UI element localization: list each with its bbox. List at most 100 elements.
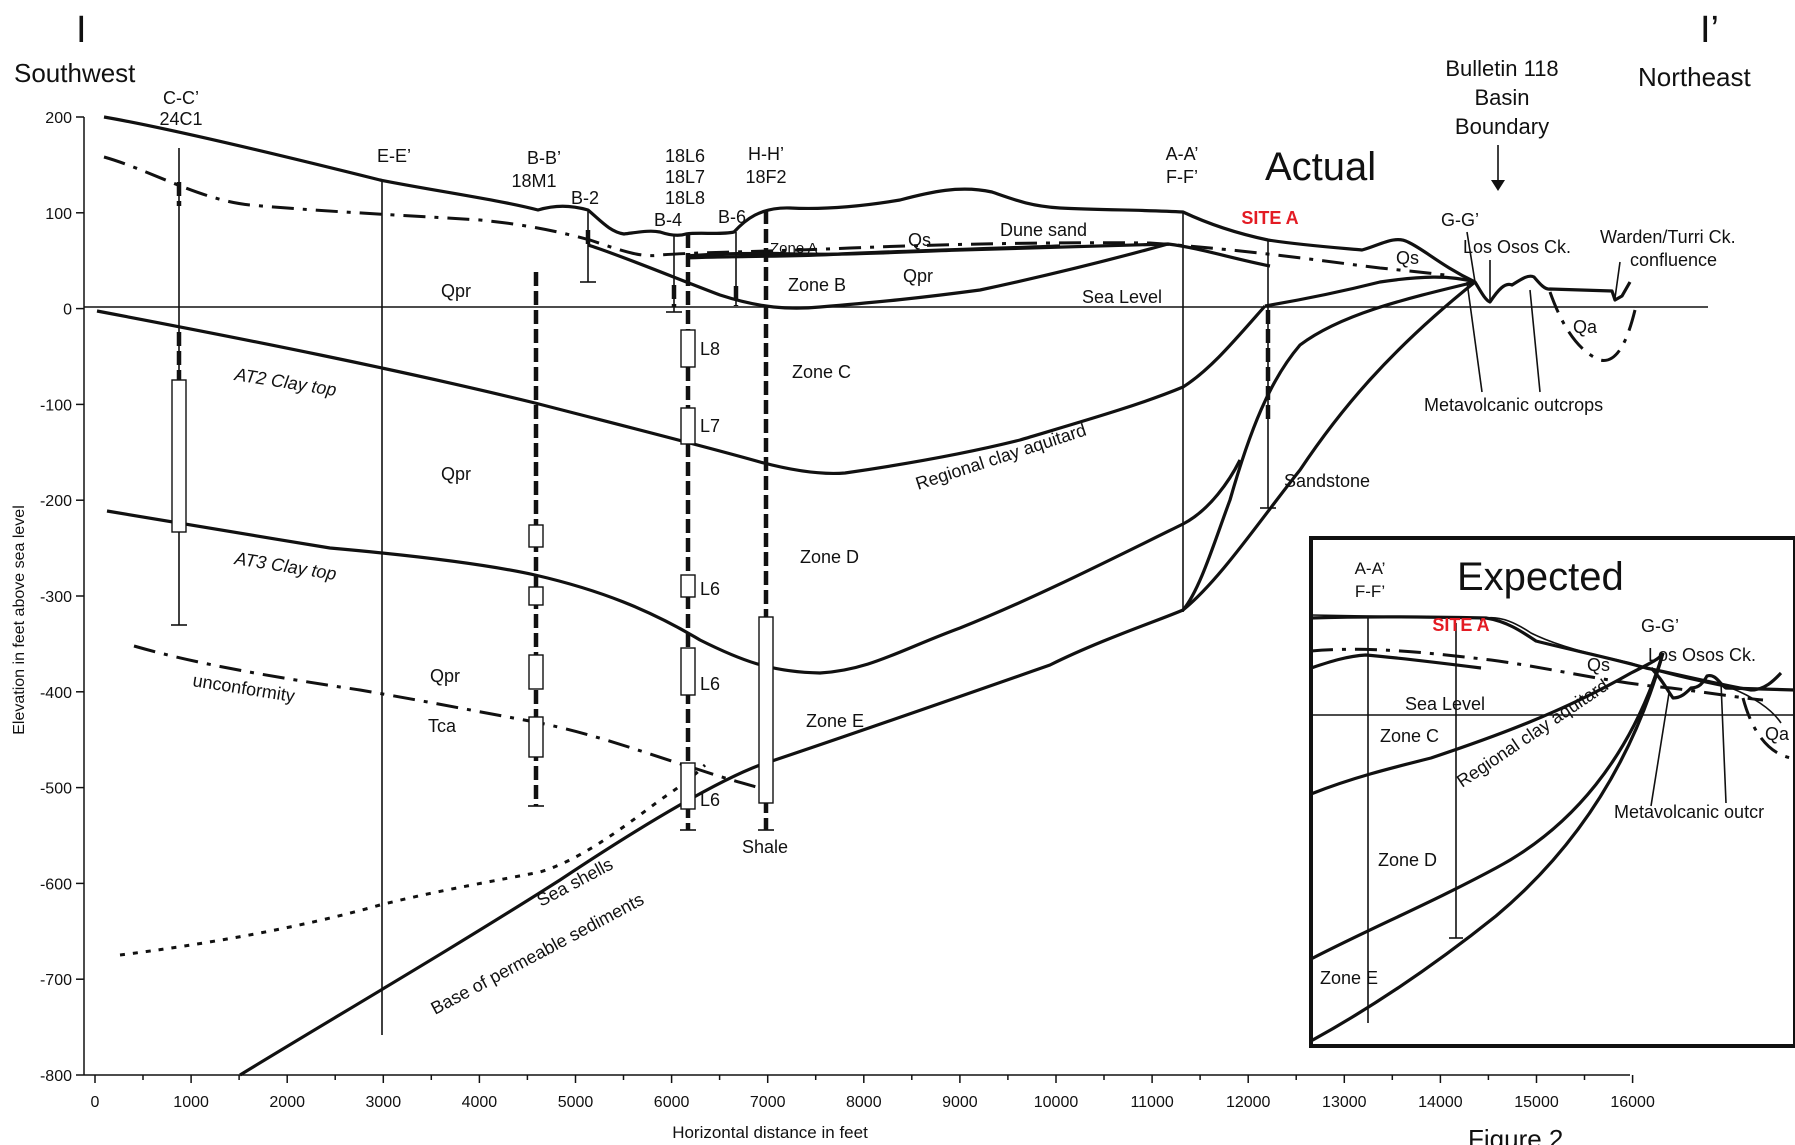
zone-c-label: Zone C xyxy=(792,362,851,382)
x-axis-label: Horizontal distance in feet xyxy=(672,1123,868,1142)
gg-leader xyxy=(1466,231,1476,283)
x-tick-label: 9000 xyxy=(942,1094,978,1111)
x-tick-label: 15000 xyxy=(1514,1094,1559,1111)
bulletin-arrow-head xyxy=(1491,180,1505,191)
well-label-18l6: 18L6 xyxy=(665,146,705,166)
well-18m1 xyxy=(528,272,544,807)
metavolcanic-leader-a xyxy=(1466,281,1483,393)
inset-sea-level-label: Sea Level xyxy=(1405,694,1485,714)
inset-los-osos-label: Los Osos Ck. xyxy=(1648,645,1756,665)
x-tick-label: 2000 xyxy=(269,1094,305,1111)
screen-label-l6-middle: L6 xyxy=(700,674,720,694)
zone-d-e-boundary xyxy=(239,280,1476,1077)
inset-ff-label: F-F’ xyxy=(1355,582,1385,601)
well-label-cc: C-C’ xyxy=(163,88,199,108)
well-18f2 xyxy=(758,210,774,831)
site-a-label: SITE A xyxy=(1241,208,1298,228)
sea-level-label: Sea Level xyxy=(1082,287,1162,307)
northeast-label: Northeast xyxy=(1638,62,1751,92)
x-tick-label: 13000 xyxy=(1322,1094,1367,1111)
metavolcanic-leader-b xyxy=(1529,289,1541,393)
well-label-gg: G-G’ xyxy=(1441,210,1479,230)
x-tick-label: 4000 xyxy=(462,1094,498,1111)
zone-a-label: Zone A xyxy=(770,240,818,257)
inset-aa-label: A-A’ xyxy=(1355,559,1386,578)
y-tick-label: 100 xyxy=(45,206,72,223)
qpr-label-upper: Qpr xyxy=(441,281,471,301)
inset-qs-label: Qs xyxy=(1587,655,1610,675)
well-label-b4: B-4 xyxy=(654,210,682,230)
x-tick-label: 6000 xyxy=(654,1094,690,1111)
unconformity-label: unconformity xyxy=(191,670,296,706)
zone-c-d-lower xyxy=(1181,280,1476,612)
at2-label: AT2 Clay top xyxy=(232,364,338,400)
x-tick-label: 11000 xyxy=(1130,1094,1173,1111)
well-label-18f2: 18F2 xyxy=(745,167,786,187)
sandstone-contact xyxy=(1264,275,1476,308)
x-tick-label: 12000 xyxy=(1226,1094,1271,1111)
figure-label: Figure 2 xyxy=(1468,1124,1563,1145)
dune-sand-label: Dune sand xyxy=(1000,220,1087,240)
section-end-letter: I’ xyxy=(1700,9,1719,51)
screen-label-l8: L8 xyxy=(700,339,720,359)
screen-label-l7: L7 xyxy=(700,416,720,436)
warden-leader xyxy=(1614,261,1621,299)
bulletin-line-1: Bulletin 118 xyxy=(1445,56,1558,81)
well-label-ee: E-E’ xyxy=(377,146,411,166)
qa-label: Qa xyxy=(1573,317,1598,337)
y-tick-label: -300 xyxy=(40,589,72,606)
well-label-hh: H-H’ xyxy=(748,144,784,164)
expected-inset xyxy=(1309,536,1795,1048)
inset-site-a-label: SITE A xyxy=(1432,615,1489,635)
x-tick-label: 14000 xyxy=(1418,1094,1463,1111)
well-label-b6: B-6 xyxy=(718,207,746,227)
y-tick-label: -200 xyxy=(40,493,72,510)
qpr-label-lower: Qpr xyxy=(430,666,460,686)
qpr-label-middle: Qpr xyxy=(441,464,471,484)
well-label-bb: B-B’ xyxy=(527,148,561,168)
y-tick-label: -700 xyxy=(40,972,72,989)
expected-title: Expected xyxy=(1457,555,1624,599)
x-tick-label: 5000 xyxy=(558,1094,594,1111)
water-table-line xyxy=(103,155,1446,277)
well-site-a xyxy=(1260,240,1276,509)
y-tick-label: -500 xyxy=(40,781,72,798)
y-tick-label: -100 xyxy=(40,397,72,414)
sea-shells-line xyxy=(119,763,707,957)
section-start-letter: I xyxy=(76,9,87,51)
at3-label: AT3 Clay top xyxy=(232,548,338,584)
zone-d-label: Zone D xyxy=(800,547,859,567)
inset-zone-e-label: Zone E xyxy=(1320,968,1378,988)
y-tick-label: -400 xyxy=(40,685,72,702)
tca-label: Tca xyxy=(428,716,457,736)
inset-metavolcanic-label: Metavolcanic outcr xyxy=(1614,802,1764,822)
at3-clay-top xyxy=(106,459,1242,675)
screen-label-l6-lower: L6 xyxy=(700,790,720,810)
metavolcanic-label: Metavolcanic outcrops xyxy=(1424,395,1603,415)
shale-label: Shale xyxy=(742,837,788,857)
inset-qa-label: Qa xyxy=(1765,724,1790,744)
qs-label: Qs xyxy=(908,230,931,250)
well-label-ff: F-F’ xyxy=(1166,167,1198,187)
y-tick-label: -600 xyxy=(40,876,72,893)
well-label-b2: B-2 xyxy=(571,188,599,208)
confluence-label: confluence xyxy=(1630,250,1717,270)
unconformity-line xyxy=(133,644,761,790)
qs-label-east: Qs xyxy=(1396,248,1419,268)
x-tick-label: 0 xyxy=(91,1094,100,1111)
zone-b-top xyxy=(685,244,1061,260)
zone-b-label: Zone B xyxy=(788,275,846,295)
well-label-24c1: 24C1 xyxy=(159,109,202,129)
inset-regional-clay-label: Regional clay aquitard xyxy=(1453,675,1612,791)
bulletin-line-3: Boundary xyxy=(1455,114,1549,139)
warden-label: Warden/Turri Ck. xyxy=(1600,227,1736,247)
zone-b-bottom xyxy=(587,242,1271,310)
x-tick-label: 10000 xyxy=(1034,1094,1079,1111)
sandstone-label: Sandstone xyxy=(1284,471,1370,491)
well-label-aa: A-A’ xyxy=(1166,144,1199,164)
well-b4 xyxy=(666,235,682,313)
x-tick-label: 7000 xyxy=(750,1094,786,1111)
